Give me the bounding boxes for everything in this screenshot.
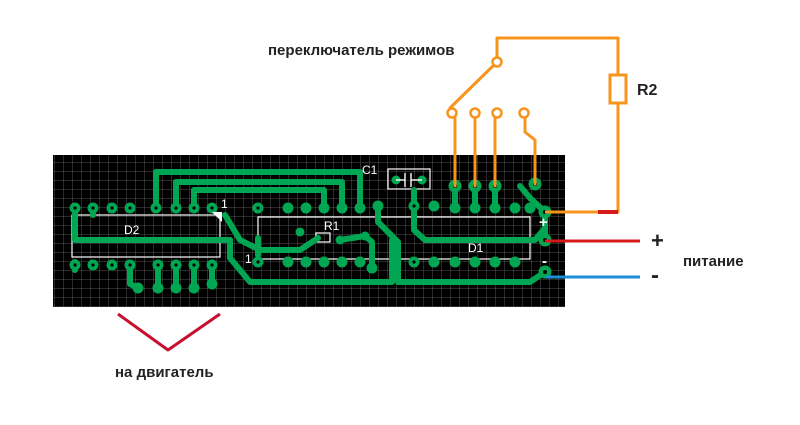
c1-symbol bbox=[396, 173, 422, 187]
orange-wires bbox=[448, 36, 620, 214]
d1-label: D1 bbox=[468, 241, 484, 255]
pin1-label-a: 1 bbox=[221, 197, 228, 211]
minus-label: - bbox=[651, 262, 659, 289]
motor-label: на двигатель bbox=[115, 364, 214, 381]
mode-switch-label: переключатель режимов bbox=[268, 42, 455, 59]
c1-label: C1 bbox=[362, 163, 378, 177]
d2-label: D2 bbox=[124, 223, 140, 237]
plus-pad-label: + bbox=[539, 214, 548, 231]
r2-resistor bbox=[608, 73, 628, 105]
board-text: C1 R1 D1 D2 1 1 + - bbox=[124, 163, 548, 270]
copper-traces bbox=[72, 169, 548, 291]
r2-label: R2 bbox=[637, 82, 658, 99]
pin1-label-b: 1 bbox=[245, 252, 252, 266]
r1-label: R1 bbox=[324, 219, 340, 233]
switch-contacts bbox=[446, 56, 530, 119]
minus-pad-label: - bbox=[542, 253, 547, 270]
power-label: питание bbox=[683, 253, 744, 270]
motor-indicator bbox=[117, 312, 221, 352]
c1-outline bbox=[387, 168, 431, 190]
pin1-marker bbox=[212, 212, 222, 222]
plus-label: + bbox=[651, 228, 664, 253]
